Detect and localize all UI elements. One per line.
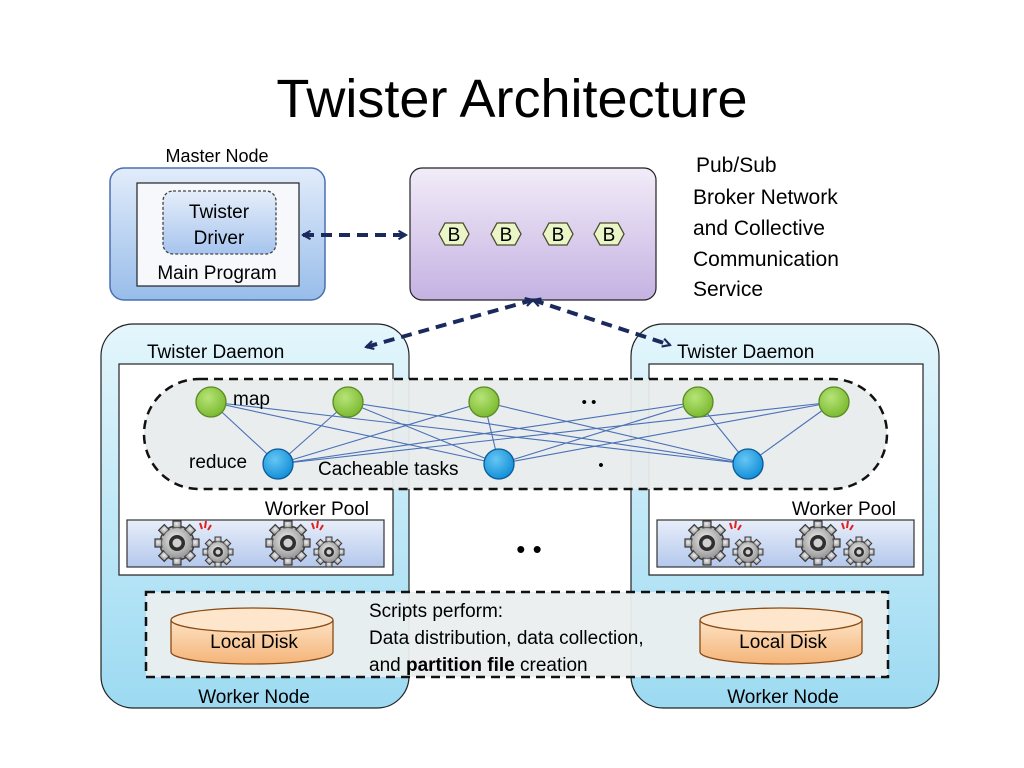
worker-pool-right xyxy=(656,519,915,568)
worker-node-label-right: Worker Node xyxy=(727,687,839,708)
more-reduce-tasks-dot: • xyxy=(598,457,603,474)
scripts-line: and partition file creation xyxy=(369,655,588,676)
page-title: Twister Architecture xyxy=(276,69,747,129)
broker-left-daemon-arrow xyxy=(366,300,533,347)
broker-node-label: B xyxy=(603,225,616,246)
reduce-label: reduce xyxy=(189,452,247,473)
broker-node: B xyxy=(490,222,522,246)
broker-node-label: B xyxy=(500,225,513,246)
twister-driver-line1: Twister xyxy=(189,202,250,223)
scripts-line: Scripts perform: xyxy=(369,601,503,622)
spark-icon xyxy=(199,520,324,531)
map-task-node xyxy=(332,386,364,418)
local-disk-label-right: Local Disk xyxy=(739,632,827,653)
master-node: Twister Driver Main Program xyxy=(109,167,326,301)
gear-icon xyxy=(732,536,764,568)
master-node-label: Master Node xyxy=(165,146,268,166)
more-workers-dots: • • xyxy=(516,534,541,564)
worker-pool-left xyxy=(126,519,385,568)
local-disk-right: Local Disk xyxy=(699,607,863,665)
broker-node: B xyxy=(542,222,574,246)
broker-desc-line: Pub/Sub xyxy=(696,154,777,177)
main-program-label: Main Program xyxy=(157,263,276,284)
gear-icon xyxy=(154,520,200,566)
scripts-line-bold: partition file xyxy=(406,655,515,676)
gear-icon xyxy=(202,536,234,568)
cacheable-tasks-label: Cacheable tasks xyxy=(318,459,458,480)
reduce-task-node xyxy=(483,448,515,480)
gear-icon xyxy=(795,520,841,566)
gear-icon xyxy=(684,520,730,566)
scripts-line: Data distribution, data collection, xyxy=(369,628,644,649)
gear-icon xyxy=(265,520,311,566)
worker-node-label-left: Worker Node xyxy=(198,687,310,708)
connection-arrows xyxy=(303,235,670,347)
broker-desc-line: Communication xyxy=(693,248,839,271)
worker-pool-label-left: Worker Pool xyxy=(265,499,369,520)
broker-description: Pub/Sub Broker Network and Collective Co… xyxy=(693,154,839,301)
broker-desc-line: Broker Network xyxy=(693,186,838,209)
map-label: map xyxy=(233,389,270,410)
broker-node-label: B xyxy=(552,225,565,246)
broker-right-daemon-arrow xyxy=(533,300,670,345)
broker-desc-line: and Collective xyxy=(693,217,825,240)
reduce-task-node xyxy=(262,448,294,480)
local-disk-label-left: Local Disk xyxy=(210,632,298,653)
map-task-node xyxy=(195,386,227,418)
twister-daemon-label-left: Twister Daemon xyxy=(147,342,284,363)
twister-driver-box xyxy=(162,190,277,255)
scripts-line-pre: and xyxy=(369,655,406,676)
scripts-text: Scripts perform: Data distribution, data… xyxy=(369,601,644,676)
twister-driver-line2: Driver xyxy=(194,228,245,249)
broker-network: B B B B xyxy=(409,167,657,301)
local-disk-left: Local Disk xyxy=(170,607,334,665)
scripts-line-post: creation xyxy=(515,655,588,676)
spark-icon xyxy=(729,520,854,531)
twister-daemon-label-right: Twister Daemon xyxy=(677,342,814,363)
worker-pool-label-right: Worker Pool xyxy=(792,499,896,520)
broker-node: B xyxy=(593,222,625,246)
reduce-task-node xyxy=(732,448,764,480)
more-map-tasks-dots: • • xyxy=(582,394,597,411)
gear-icon xyxy=(313,536,345,568)
broker-node: B xyxy=(438,222,470,246)
map-task-node xyxy=(682,386,714,418)
gear-icon xyxy=(843,536,875,568)
broker-desc-line: Service xyxy=(693,278,763,301)
map-task-node xyxy=(468,386,500,418)
map-task-node xyxy=(818,386,850,418)
broker-node-label: B xyxy=(448,225,461,246)
